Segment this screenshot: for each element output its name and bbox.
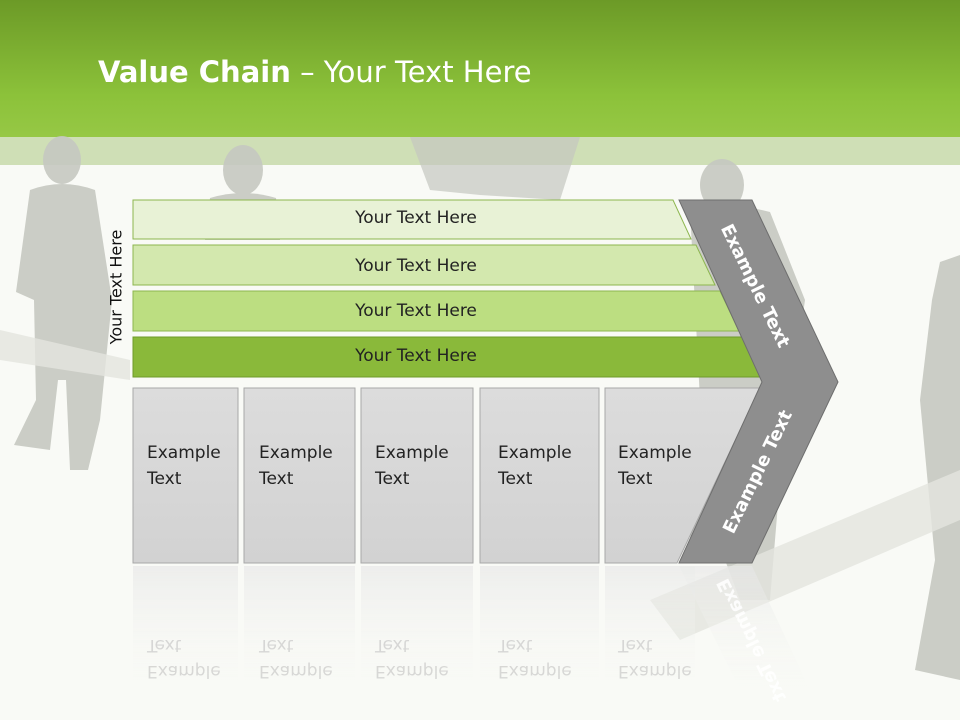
box-4-reflection-line2: Text bbox=[498, 635, 533, 655]
box-1-reflection-line2: Text bbox=[147, 635, 182, 655]
silhouette-person-center bbox=[410, 137, 580, 200]
box-3-line2: Text bbox=[375, 469, 410, 489]
reflection bbox=[133, 566, 810, 690]
box-3-reflection-line2: Text bbox=[375, 635, 410, 655]
box-3-reflection-line1: Example bbox=[375, 661, 449, 681]
bar-1 bbox=[132, 199, 692, 240]
box-2 bbox=[243, 387, 356, 564]
box-5-reflection-line2: Text bbox=[618, 635, 653, 655]
box-2-reflection-line2: Text bbox=[259, 635, 294, 655]
box-1-reflection: Example Text bbox=[147, 632, 221, 684]
box-2-reflection: Example Text bbox=[259, 632, 333, 684]
bar-2-label: Your Text Here bbox=[355, 256, 477, 276]
silhouette-person-left bbox=[14, 136, 112, 470]
box-1-reflection-line1: Example bbox=[147, 661, 221, 681]
box-2-reflection-line1: Example bbox=[259, 661, 333, 681]
box-4 bbox=[479, 387, 600, 564]
box-2-line1: Example bbox=[259, 443, 333, 463]
box-5-reflection: Example Text bbox=[618, 632, 692, 684]
box-1 bbox=[132, 387, 239, 564]
box-4-line2: Text bbox=[498, 469, 533, 489]
box-1-line1: Example bbox=[147, 443, 221, 463]
box-3-line1: Example bbox=[375, 443, 449, 463]
chevron-shape bbox=[678, 199, 839, 564]
bar-1-label: Your Text Here bbox=[355, 208, 477, 228]
header-bar bbox=[0, 0, 960, 137]
box-2-line2: Text bbox=[259, 469, 294, 489]
box-5-reflection-line1: Example bbox=[618, 661, 692, 681]
bar-2 bbox=[132, 244, 716, 286]
page-title: Value Chain – Your Text Here bbox=[98, 55, 532, 89]
box-4-reflection-line1: Example bbox=[498, 661, 572, 681]
bar-4-label: Your Text Here bbox=[355, 346, 477, 366]
box-5-line1: Example bbox=[618, 443, 692, 463]
bar-3-label: Your Text Here bbox=[355, 301, 477, 321]
title-rest: – Your Text Here bbox=[290, 55, 532, 89]
title-bold: Value Chain bbox=[98, 55, 291, 89]
box-3-reflection: Example Text bbox=[375, 632, 449, 684]
silhouette-person-far-right bbox=[915, 255, 960, 680]
box-1-line2: Text bbox=[147, 469, 182, 489]
box-4-line1: Example bbox=[498, 443, 572, 463]
box-5-line2: Text bbox=[618, 469, 653, 489]
side-label: Your Text Here bbox=[106, 229, 126, 345]
box-5 bbox=[604, 387, 761, 564]
box-4-reflection: Example Text bbox=[498, 632, 572, 684]
box-3 bbox=[360, 387, 474, 564]
